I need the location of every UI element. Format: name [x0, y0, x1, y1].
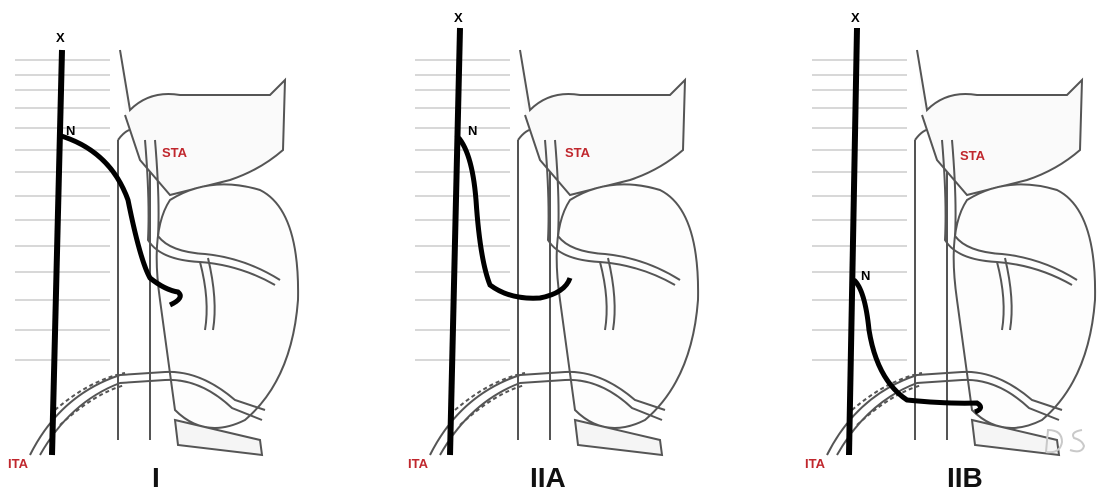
- label-x: X: [851, 10, 860, 25]
- label-sta: STA: [162, 145, 187, 160]
- label-ita: ITA: [805, 456, 825, 471]
- panel-type-IIA: X N STA ITA IIA: [400, 0, 700, 495]
- label-ita: ITA: [8, 456, 28, 471]
- label-x: X: [454, 10, 463, 25]
- panel-type-I: X N STA ITA I: [0, 0, 300, 495]
- label-n: N: [861, 268, 870, 283]
- thyroid-diagram-IIA: [400, 0, 700, 495]
- vagus-nerve: [52, 50, 62, 455]
- label-n: N: [468, 123, 477, 138]
- vagus-nerve: [849, 28, 857, 455]
- panel-type-label: IIB: [947, 462, 983, 494]
- label-ita: ITA: [408, 456, 428, 471]
- thyroid-diagram-IIB: [797, 0, 1097, 495]
- label-x: X: [56, 30, 65, 45]
- panel-type-label: I: [152, 462, 160, 494]
- thyroid-diagram-I: [0, 0, 300, 495]
- thyroid-lobe: [157, 184, 298, 428]
- label-sta: STA: [565, 145, 590, 160]
- panel-type-label: IIA: [530, 462, 566, 494]
- vagus-nerve: [450, 28, 460, 455]
- artist-signature: [1040, 422, 1100, 462]
- label-sta: STA: [960, 148, 985, 163]
- panel-type-IIB: X N STA ITA IIB: [797, 0, 1097, 495]
- label-n: N: [66, 123, 75, 138]
- larynx-outline: [120, 50, 285, 195]
